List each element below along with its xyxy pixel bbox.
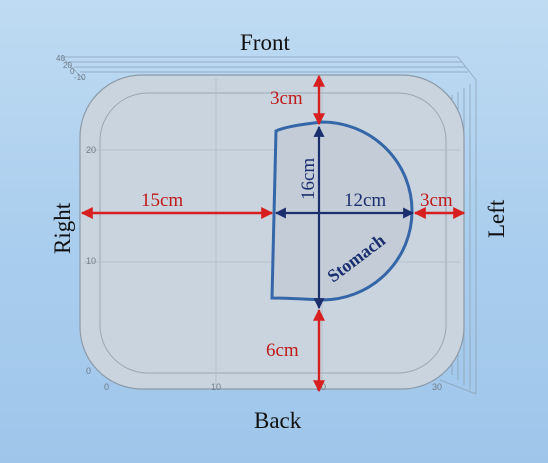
x-tick-10: 10 <box>211 382 221 392</box>
y-tick-20: 20 <box>86 145 96 155</box>
phantom-inner-outline <box>99 92 447 374</box>
depth-tick-20: 20 <box>63 61 72 70</box>
right-label: Right <box>50 202 75 254</box>
depth-tick-40: 40 <box>56 54 65 63</box>
stomach-height-label: 16cm <box>298 158 319 200</box>
y-tick-0: 0 <box>86 366 91 376</box>
stomach-radius-label: 12cm <box>344 190 386 211</box>
left-gap-label: 15cm <box>141 190 183 211</box>
left-label: Left <box>484 199 509 238</box>
front-label: Front <box>240 30 290 55</box>
back-label: Back <box>254 408 302 433</box>
right-gap-label: 3cm <box>420 190 453 211</box>
top-gap-label: 3cm <box>270 88 303 109</box>
x-tick-20: 20 <box>316 382 326 392</box>
x-tick-30: 30 <box>432 382 442 392</box>
y-tick-10: 10 <box>86 256 96 266</box>
depth-tick-neg10: -10 <box>74 73 86 82</box>
bottom-gap-label: 6cm <box>266 340 299 361</box>
x-tick-0: 0 <box>104 382 109 392</box>
depth-tick-0: 0 <box>70 67 75 76</box>
